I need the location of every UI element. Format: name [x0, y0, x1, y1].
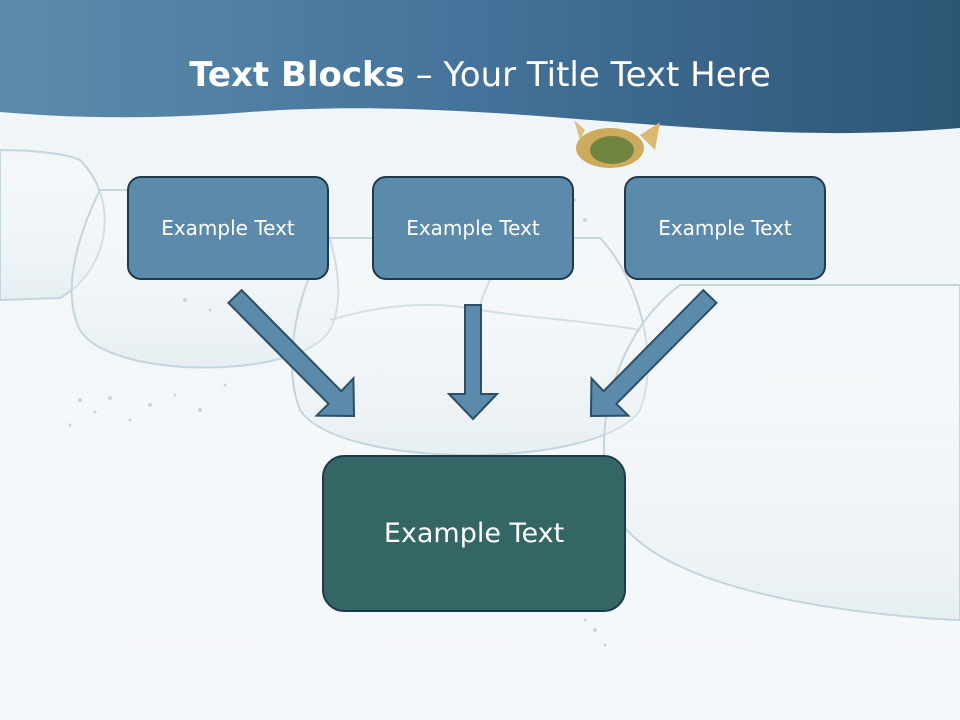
title-regular: Your Title Text Here — [443, 55, 771, 95]
bubbles — [68, 178, 607, 647]
text-block-label: Example Text — [406, 216, 540, 240]
text-block-label: Example Text — [383, 518, 565, 549]
title-bold: Text Blocks — [189, 55, 405, 95]
text-block-label: Example Text — [658, 216, 792, 240]
text-block-bottom[interactable]: Example Text — [322, 455, 626, 612]
text-block-label: Example Text — [161, 216, 295, 240]
goldfish-icon — [574, 120, 660, 168]
arrow-right-diagonal — [589, 288, 718, 418]
title-dash: – — [404, 55, 444, 95]
text-block-left[interactable]: Example Text — [127, 176, 329, 280]
text-block-right[interactable]: Example Text — [624, 176, 826, 280]
arrow-center-down — [446, 304, 500, 421]
text-block-center[interactable]: Example Text — [372, 176, 574, 280]
header-wave — [0, 0, 960, 134]
page-title: Text Blocks – Your Title Text Here — [0, 52, 960, 98]
arrow-left-diagonal — [226, 288, 356, 418]
